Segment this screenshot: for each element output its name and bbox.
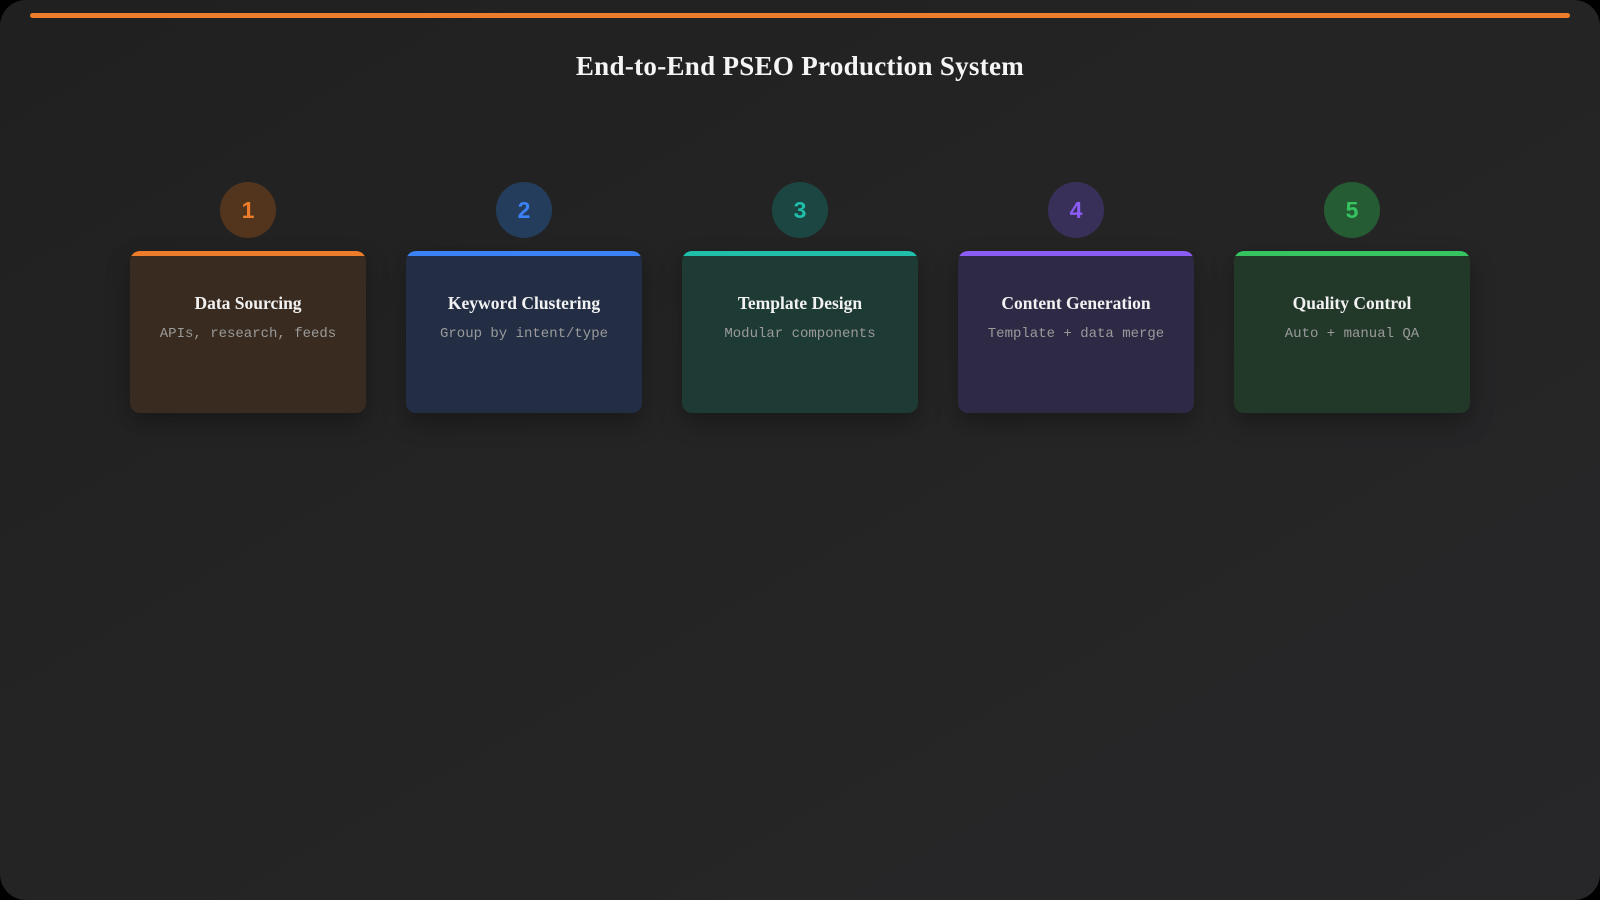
stage-card-accent-bar xyxy=(958,251,1194,256)
stage-title: Content Generation xyxy=(1001,293,1151,313)
stage-subtitle: Auto + manual QA xyxy=(1284,326,1420,342)
stage-card: Template Design Modular components xyxy=(682,251,918,413)
stages-row: 1 Data Sourcing APIs, research, feeds 2 … xyxy=(0,182,1600,413)
stage-card: Content Generation Template + data merge xyxy=(958,251,1194,413)
stage-card: Quality Control Auto + manual QA xyxy=(1234,251,1470,413)
stage-card-accent-bar xyxy=(682,251,918,256)
stage-card: Keyword Clustering Group by intent/type xyxy=(406,251,642,413)
stage-subtitle: Group by intent/type xyxy=(439,326,609,342)
stage-card-accent-bar xyxy=(130,251,366,256)
stage-subtitle: Template + data merge xyxy=(987,326,1165,342)
stage-card: Data Sourcing APIs, research, feeds xyxy=(130,251,366,413)
stage-number-badge: 1 xyxy=(220,182,276,238)
stage-quality-control: 5 Quality Control Auto + manual QA xyxy=(1234,182,1470,413)
stage-keyword-clustering: 2 Keyword Clustering Group by intent/typ… xyxy=(406,182,642,413)
stage-title: Data Sourcing xyxy=(194,293,302,313)
stage-card-body: Data Sourcing APIs, research, feeds xyxy=(130,256,366,413)
stage-title: Quality Control xyxy=(1292,293,1412,313)
stage-number-badge: 4 xyxy=(1048,182,1104,238)
stage-number-badge: 2 xyxy=(496,182,552,238)
stage-card-accent-bar xyxy=(406,251,642,256)
stage-number-badge: 3 xyxy=(772,182,828,238)
stage-card-body: Content Generation Template + data merge xyxy=(958,256,1194,413)
stage-number-badge: 5 xyxy=(1324,182,1380,238)
stage-subtitle: APIs, research, feeds xyxy=(159,326,337,342)
top-accent-rule xyxy=(30,13,1570,18)
stage-card-accent-bar xyxy=(1234,251,1470,256)
stage-title: Keyword Clustering xyxy=(447,293,601,313)
stage-card-body: Keyword Clustering Group by intent/type xyxy=(406,256,642,413)
stage-data-sourcing: 1 Data Sourcing APIs, research, feeds xyxy=(130,182,366,413)
page-title: End-to-End PSEO Production System xyxy=(575,51,1025,82)
stage-card-body: Template Design Modular components xyxy=(682,256,918,413)
stage-subtitle: Modular components xyxy=(724,326,876,342)
stage-card-body: Quality Control Auto + manual QA xyxy=(1234,256,1470,413)
stage-template-design: 3 Template Design Modular components xyxy=(682,182,918,413)
stage-content-generation: 4 Content Generation Template + data mer… xyxy=(958,182,1194,413)
stage-title: Template Design xyxy=(737,293,863,313)
